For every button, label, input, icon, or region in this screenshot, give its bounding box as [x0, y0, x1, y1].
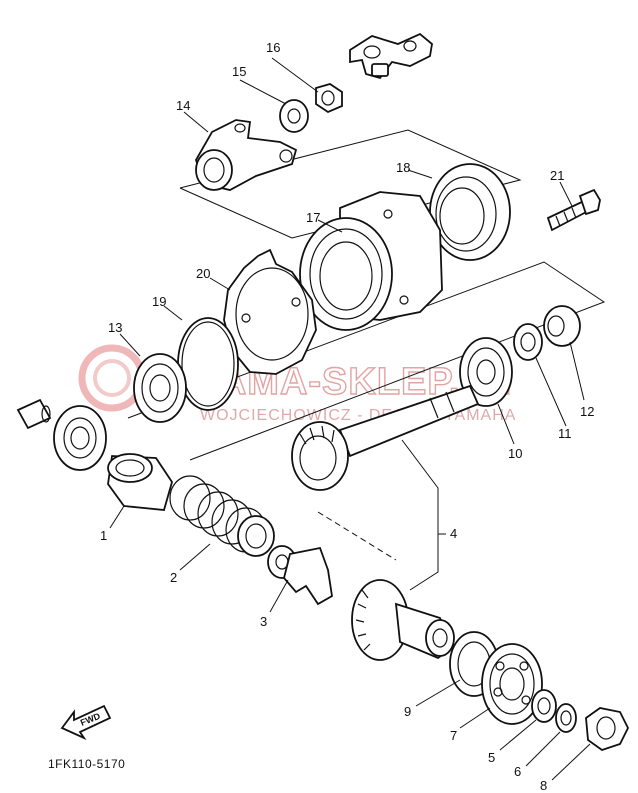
part-8-nut [585, 707, 630, 751]
part-20-plate [223, 248, 317, 375]
reference-code: 1FK110-5170 [48, 757, 125, 771]
callout-13: 13 [108, 320, 122, 335]
group-frames [127, 129, 606, 561]
callout-1: 1 [100, 528, 107, 543]
callout-9: 9 [404, 704, 411, 719]
part-6-lock-washer [555, 703, 577, 733]
part-21-bolt [546, 188, 601, 232]
callout-8: 8 [540, 778, 547, 793]
part-5-washer [531, 689, 557, 723]
callout-17: 17 [306, 210, 320, 225]
callout-4: 4 [450, 526, 457, 541]
leader-lines [109, 57, 591, 781]
callout-10: 10 [508, 446, 522, 461]
fwd-arrow: FWD [60, 704, 112, 741]
callout-12: 12 [580, 404, 594, 419]
part-2-spring [169, 475, 275, 557]
callout-7: 7 [450, 728, 457, 743]
part-4-pinion-shaft [291, 384, 480, 491]
callout-2: 2 [170, 570, 177, 585]
part-7-bearing [481, 643, 543, 725]
seal-ring [53, 405, 107, 471]
callout-18: 18 [396, 160, 410, 175]
callouts: 16 15 14 18 21 17 20 19 13 12 11 10 4 1 … [100, 40, 594, 793]
callout-21: 21 [550, 168, 564, 183]
shaft-stub [16, 398, 52, 430]
universal-joint [349, 32, 433, 80]
callout-5: 5 [488, 750, 495, 765]
part-10-bearing [459, 337, 513, 407]
part-14-yoke [195, 119, 298, 191]
part-11-washer [513, 323, 543, 361]
watermark-logo-ring [78, 344, 146, 412]
part-15-washer [279, 99, 309, 133]
callout-14: 14 [176, 98, 190, 113]
callout-16: 16 [266, 40, 280, 55]
part-17-housing [299, 191, 443, 331]
part-19-o-ring [177, 317, 239, 411]
part-3-cam-follower [267, 545, 333, 606]
part-12-collar [543, 305, 581, 347]
callout-20: 20 [196, 266, 210, 281]
ring-gear [351, 579, 455, 661]
callout-3: 3 [260, 614, 267, 629]
part-1-sleeve [107, 453, 173, 511]
callout-15: 15 [232, 64, 246, 79]
part-13-bearing [133, 353, 187, 423]
part-16-nut [315, 83, 343, 114]
callout-11: 11 [558, 426, 572, 441]
callout-6: 6 [514, 764, 521, 779]
callout-19: 19 [152, 294, 166, 309]
watermark-subtitle: WOJCIECHOWICZ - DEALER YAMAHA [200, 407, 516, 424]
part-18-boot [429, 163, 511, 261]
